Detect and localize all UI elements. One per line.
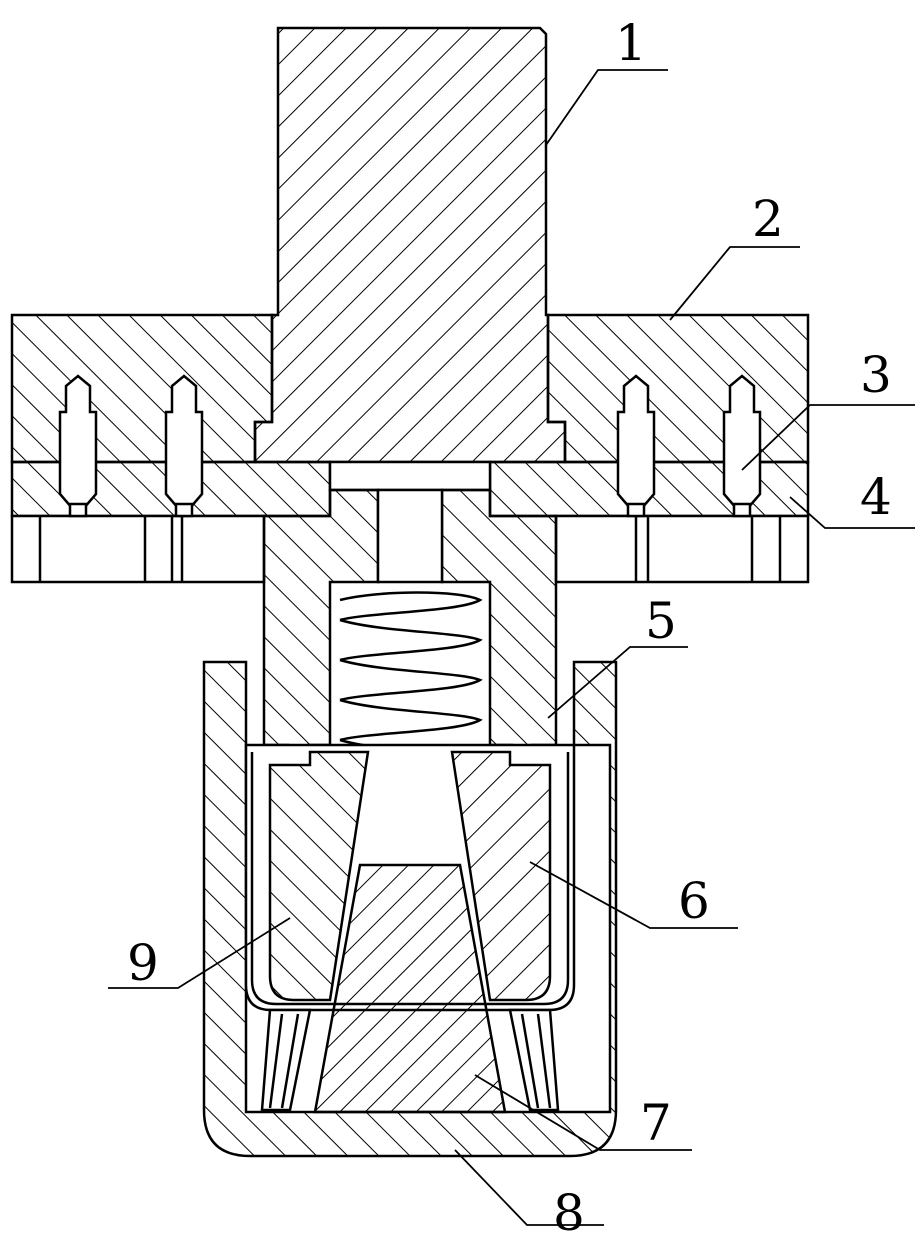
label-9: 9 [127, 934, 159, 992]
part-2-upper-plate-right [548, 315, 808, 462]
lower-plate-right [556, 516, 808, 582]
label-7: 7 [640, 1094, 672, 1152]
label-1: 1 [615, 14, 647, 72]
part-2-upper-plate-left [12, 315, 272, 462]
label-6: 6 [678, 872, 710, 930]
spring-cap [330, 462, 490, 490]
label-8: 8 [553, 1184, 585, 1242]
label-4: 4 [860, 468, 892, 526]
label-5: 5 [645, 592, 677, 650]
part-5-sleeve-right [442, 490, 556, 765]
sleeve-bore [378, 490, 442, 582]
part-1-punch [255, 28, 565, 462]
label-3: 3 [860, 346, 892, 404]
part-5-sleeve-left [264, 490, 378, 765]
label-2: 2 [752, 190, 784, 248]
lower-plate-left [12, 516, 264, 582]
